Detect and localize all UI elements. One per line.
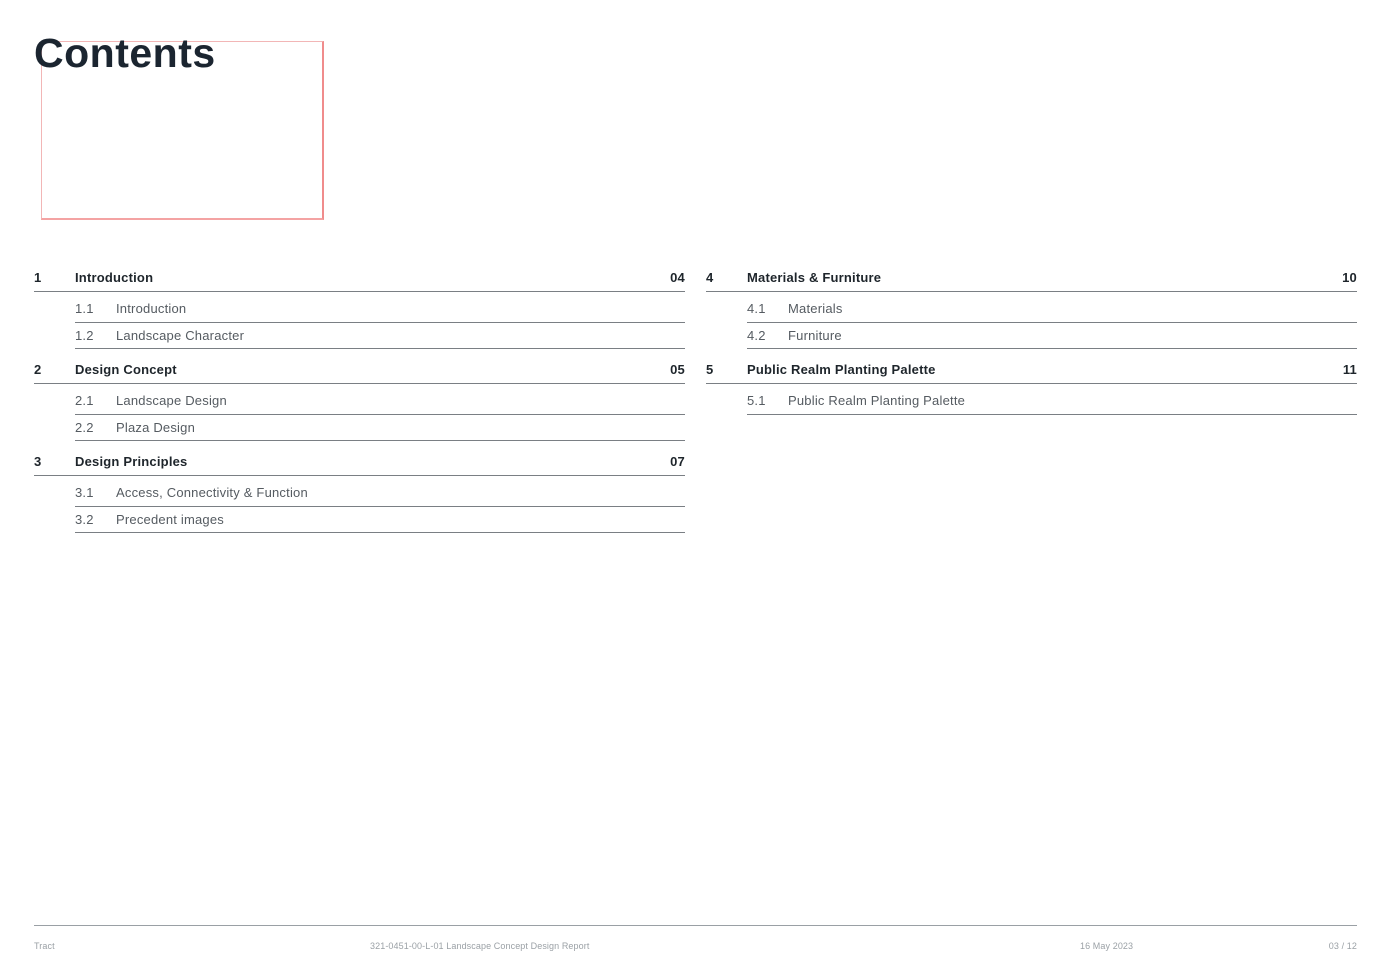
- section-number: 2: [34, 361, 42, 377]
- toc-column-left: 1 Introduction 04 1.1 Introduction 1.2 L…: [34, 263, 685, 539]
- section-title: Public Realm Planting Palette: [747, 361, 936, 377]
- subsection-list: 5.1 Public Realm Planting Palette: [706, 384, 1357, 421]
- footer-report-title: 321-0451-00-L-01 Landscape Concept Desig…: [370, 941, 590, 951]
- section-number: 4: [706, 269, 714, 285]
- toc-section-row[interactable]: 2 Design Concept 05: [34, 355, 685, 384]
- subsection-title: Public Realm Planting Palette: [788, 392, 966, 408]
- subsection-number: 3.1: [75, 484, 94, 500]
- footer-date: 16 May 2023: [1080, 941, 1134, 951]
- subsection-title: Introduction: [116, 300, 187, 316]
- footer-page-number: 03 / 12: [1328, 941, 1357, 951]
- toc-subsection-row[interactable]: 3.2 Precedent images: [75, 507, 685, 533]
- toc-subsection-row[interactable]: 2.1 Landscape Design: [75, 386, 685, 415]
- subsection-title: Access, Connectivity & Function: [116, 484, 308, 500]
- subsection-number: 1.1: [75, 300, 94, 316]
- section-page-number: 04: [670, 269, 685, 285]
- subsection-number: 5.1: [747, 392, 766, 408]
- toc-section-row[interactable]: 4 Materials & Furniture 10: [706, 263, 1357, 292]
- toc-section-row[interactable]: 1 Introduction 04: [34, 263, 685, 292]
- toc-section: 4 Materials & Furniture 10 4.1 Materials…: [706, 263, 1357, 355]
- image-placeholder-frame: [41, 41, 324, 220]
- section-page-number: 11: [1342, 361, 1357, 377]
- subsection-number: 2.1: [75, 392, 94, 408]
- toc-subsection-row[interactable]: 1.1 Introduction: [75, 294, 685, 323]
- subsection-list: 4.1 Materials 4.2 Furniture: [706, 292, 1357, 355]
- footer-company: Tract: [34, 941, 55, 951]
- subsection-list: 1.1 Introduction 1.2 Landscape Character: [34, 292, 685, 355]
- toc-section: 2 Design Concept 05 2.1 Landscape Design…: [34, 355, 685, 447]
- subsection-title: Materials: [788, 300, 843, 316]
- subsection-title: Precedent images: [116, 512, 224, 527]
- toc-subsection-row[interactable]: 4.2 Furniture: [747, 323, 1357, 349]
- toc-section: 1 Introduction 04 1.1 Introduction 1.2 L…: [34, 263, 685, 355]
- page-title: Contents: [34, 30, 216, 76]
- toc-section-row[interactable]: 3 Design Principles 07: [34, 447, 685, 476]
- section-title: Design Concept: [75, 361, 177, 377]
- subsection-number: 4.1: [747, 300, 766, 316]
- footer-divider: [34, 925, 1357, 926]
- section-number: 3: [34, 453, 42, 469]
- section-title: Introduction: [75, 269, 154, 285]
- toc-subsection-row[interactable]: 1.2 Landscape Character: [75, 323, 685, 349]
- section-page-number: 05: [670, 361, 685, 377]
- section-number: 1: [34, 269, 42, 285]
- section-title: Design Principles: [75, 453, 188, 469]
- toc-subsection-row[interactable]: 4.1 Materials: [747, 294, 1357, 323]
- subsection-number: 1.2: [75, 328, 94, 343]
- toc-subsection-row[interactable]: 3.1 Access, Connectivity & Function: [75, 478, 685, 507]
- subsection-title: Plaza Design: [116, 420, 195, 435]
- subsection-number: 4.2: [747, 328, 766, 343]
- section-page-number: 10: [1342, 269, 1357, 285]
- toc-section-row[interactable]: 5 Public Realm Planting Palette 11: [706, 355, 1357, 384]
- subsection-number: 3.2: [75, 512, 94, 527]
- toc-subsection-row[interactable]: 2.2 Plaza Design: [75, 415, 685, 441]
- subsection-list: 3.1 Access, Connectivity & Function 3.2 …: [34, 476, 685, 539]
- subsection-list: 2.1 Landscape Design 2.2 Plaza Design: [34, 384, 685, 447]
- section-page-number: 07: [670, 453, 685, 469]
- toc-subsection-row[interactable]: 5.1 Public Realm Planting Palette: [747, 386, 1357, 415]
- subsection-number: 2.2: [75, 420, 94, 435]
- toc-section: 5 Public Realm Planting Palette 11 5.1 P…: [706, 355, 1357, 421]
- subsection-title: Landscape Design: [116, 392, 227, 408]
- toc-section: 3 Design Principles 07 3.1 Access, Conne…: [34, 447, 685, 539]
- subsection-title: Furniture: [788, 328, 842, 343]
- toc-column-right: 4 Materials & Furniture 10 4.1 Materials…: [706, 263, 1357, 421]
- section-title: Materials & Furniture: [747, 269, 882, 285]
- section-number: 5: [706, 361, 714, 377]
- subsection-title: Landscape Character: [116, 328, 245, 343]
